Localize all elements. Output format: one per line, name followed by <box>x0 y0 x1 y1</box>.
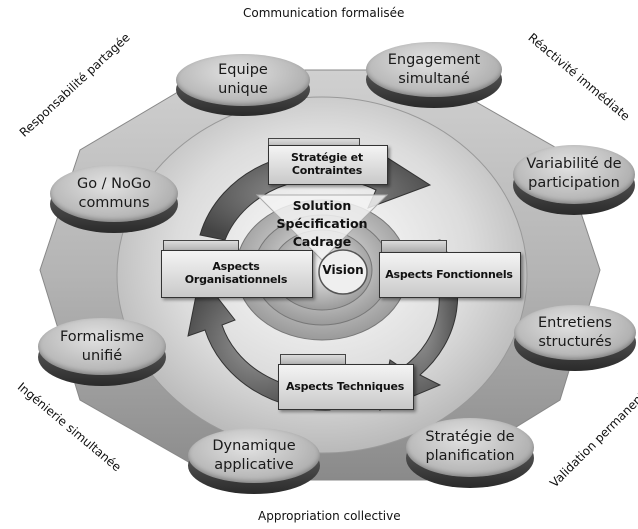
aspect-organisationnels-label: Aspects Organisationnels <box>184 260 288 286</box>
aspect-techniques-label: Aspects Techniques <box>285 379 405 393</box>
node-variabilite: Variabilité de participation <box>513 145 635 215</box>
node-strategie-planification: Stratégie de planification <box>406 418 534 488</box>
funnel-triangle <box>255 194 389 261</box>
box-strategie <box>268 145 388 185</box>
node-dynamique: Dynamique applicative <box>188 428 320 494</box>
aspect-fonctionnels-label: Aspects Fonctionnels <box>385 267 513 281</box>
box-organisationnels <box>161 250 313 298</box>
center-vision: Vision <box>322 263 364 277</box>
node-engagement: Engagement simultané <box>366 42 502 108</box>
label-appropriation: Appropriation collective <box>258 509 401 523</box>
box-fonctionnels <box>379 252 521 298</box>
node-formalisme: Formalisme unifié <box>38 318 166 386</box>
vision-disc <box>318 249 368 295</box>
node-equipe: Equipe unique <box>176 54 310 116</box>
node-entretiens: Entretiens structurés <box>514 305 636 371</box>
aspect-strategie-label: Stratégie et Contraintes <box>290 151 363 177</box>
center-cadrage: Cadrage <box>292 234 352 249</box>
center-solution: Solution <box>292 198 352 213</box>
box-techniques <box>278 364 414 410</box>
center-specification: Spécification <box>276 216 368 231</box>
node-gonogo: Go / NoGo communs <box>50 165 178 233</box>
label-communication: Communication formalisée <box>243 6 405 20</box>
